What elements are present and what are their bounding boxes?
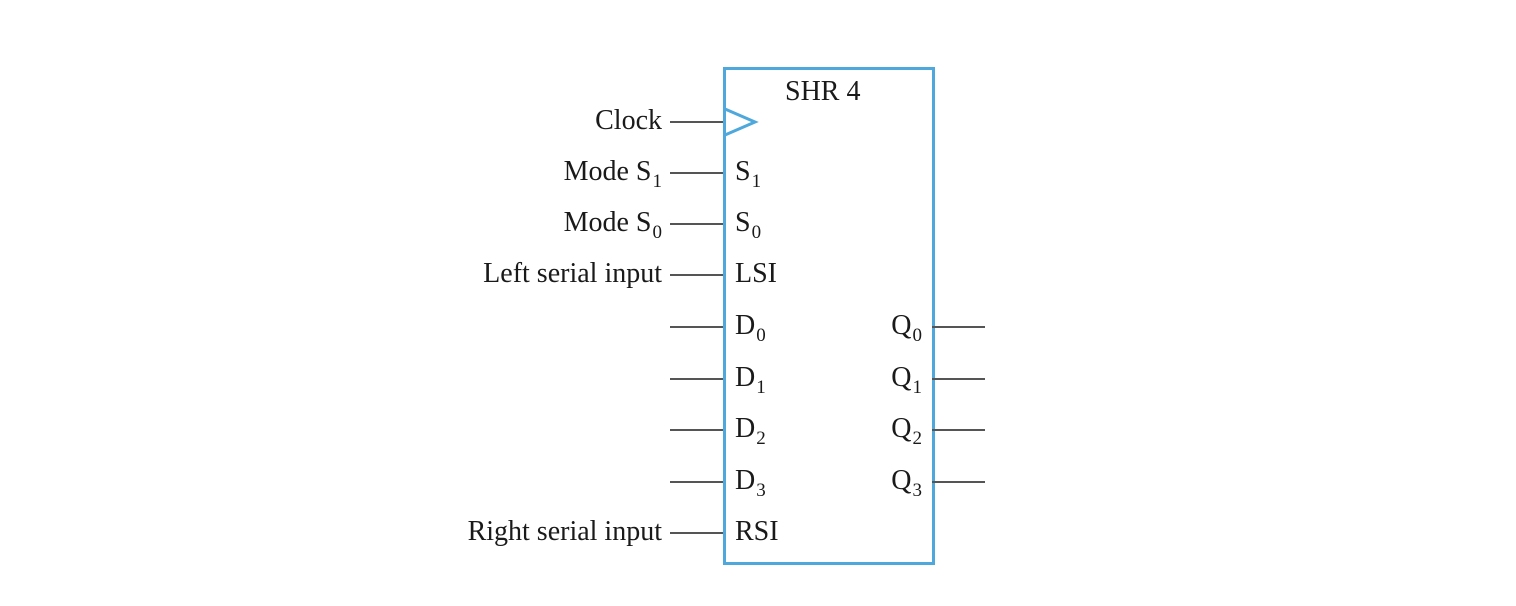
external-input-text-subscript: 0 [652,222,663,243]
shr4-block [723,67,935,565]
input-pin-text: D0 [735,310,766,347]
input-pin-text: D1 [735,362,766,399]
external-input-label: Left serial input [483,260,662,288]
external-input-text: Mode S1 [563,156,662,193]
input-wire [670,121,723,123]
input-pin-text: S0 [735,207,762,244]
clock-input-triangle-icon [724,107,759,137]
input-pin-label: D2 [735,413,766,450]
block-title: SHR 4 [785,76,861,107]
output-pin-text-subscript: 2 [912,428,923,449]
external-input-label: Right serial input [468,518,662,546]
input-pin-label: S0 [735,207,762,244]
output-pin-text-subscript: 1 [912,377,923,398]
external-input-text: Right serial input [467,516,662,547]
output-pin-label: Q2 [891,413,922,450]
output-pin-text: Q3 [891,465,922,502]
input-wire [670,532,723,534]
input-wire [670,223,723,225]
input-pin-text: D2 [735,413,766,450]
input-pin-label: D3 [735,465,766,502]
output-pin-text: Q0 [891,310,922,347]
output-pin-text-subscript: 0 [912,325,923,346]
output-wire [932,429,985,431]
input-pin-text-subscript: 1 [751,171,762,192]
input-pin-label: S1 [735,156,762,193]
input-pin-text-subscript: 3 [756,480,766,501]
external-input-label: Mode S0 [563,207,662,244]
input-pin-text-subscript: 1 [756,377,766,398]
external-input-text: Left serial input [483,258,662,289]
input-pin-label: RSI [735,518,779,546]
input-pin-text-subscript: 0 [751,222,762,243]
output-wire [932,481,985,483]
external-input-label: Clock [595,107,662,135]
input-pin-text: S1 [735,156,762,193]
input-pin-text: RSI [735,516,779,547]
input-pin-label: D1 [735,362,766,399]
output-pin-text: Q2 [891,413,922,450]
input-wire [670,172,723,174]
output-pin-label: Q3 [891,465,922,502]
external-input-text: Mode S0 [563,207,662,244]
input-wire [670,429,723,431]
output-wire [932,378,985,380]
output-pin-text-subscript: 3 [912,480,923,501]
output-pin-label: Q1 [891,362,922,399]
input-wire [670,378,723,380]
external-input-label: Mode S1 [563,156,662,193]
input-wire [670,326,723,328]
external-input-text: Clock [595,105,662,136]
input-pin-text: D3 [735,465,766,502]
output-wire [932,326,985,328]
input-pin-label: D0 [735,310,766,347]
output-pin-text: Q1 [891,362,922,399]
output-pin-label: Q0 [891,310,922,347]
input-pin-label: LSI [735,260,777,288]
input-pin-text: LSI [735,258,777,289]
input-wire [670,481,723,483]
input-pin-text-subscript: 2 [756,428,766,449]
input-pin-text-subscript: 0 [756,325,766,346]
external-input-text-subscript: 1 [652,171,663,192]
input-wire [670,274,723,276]
